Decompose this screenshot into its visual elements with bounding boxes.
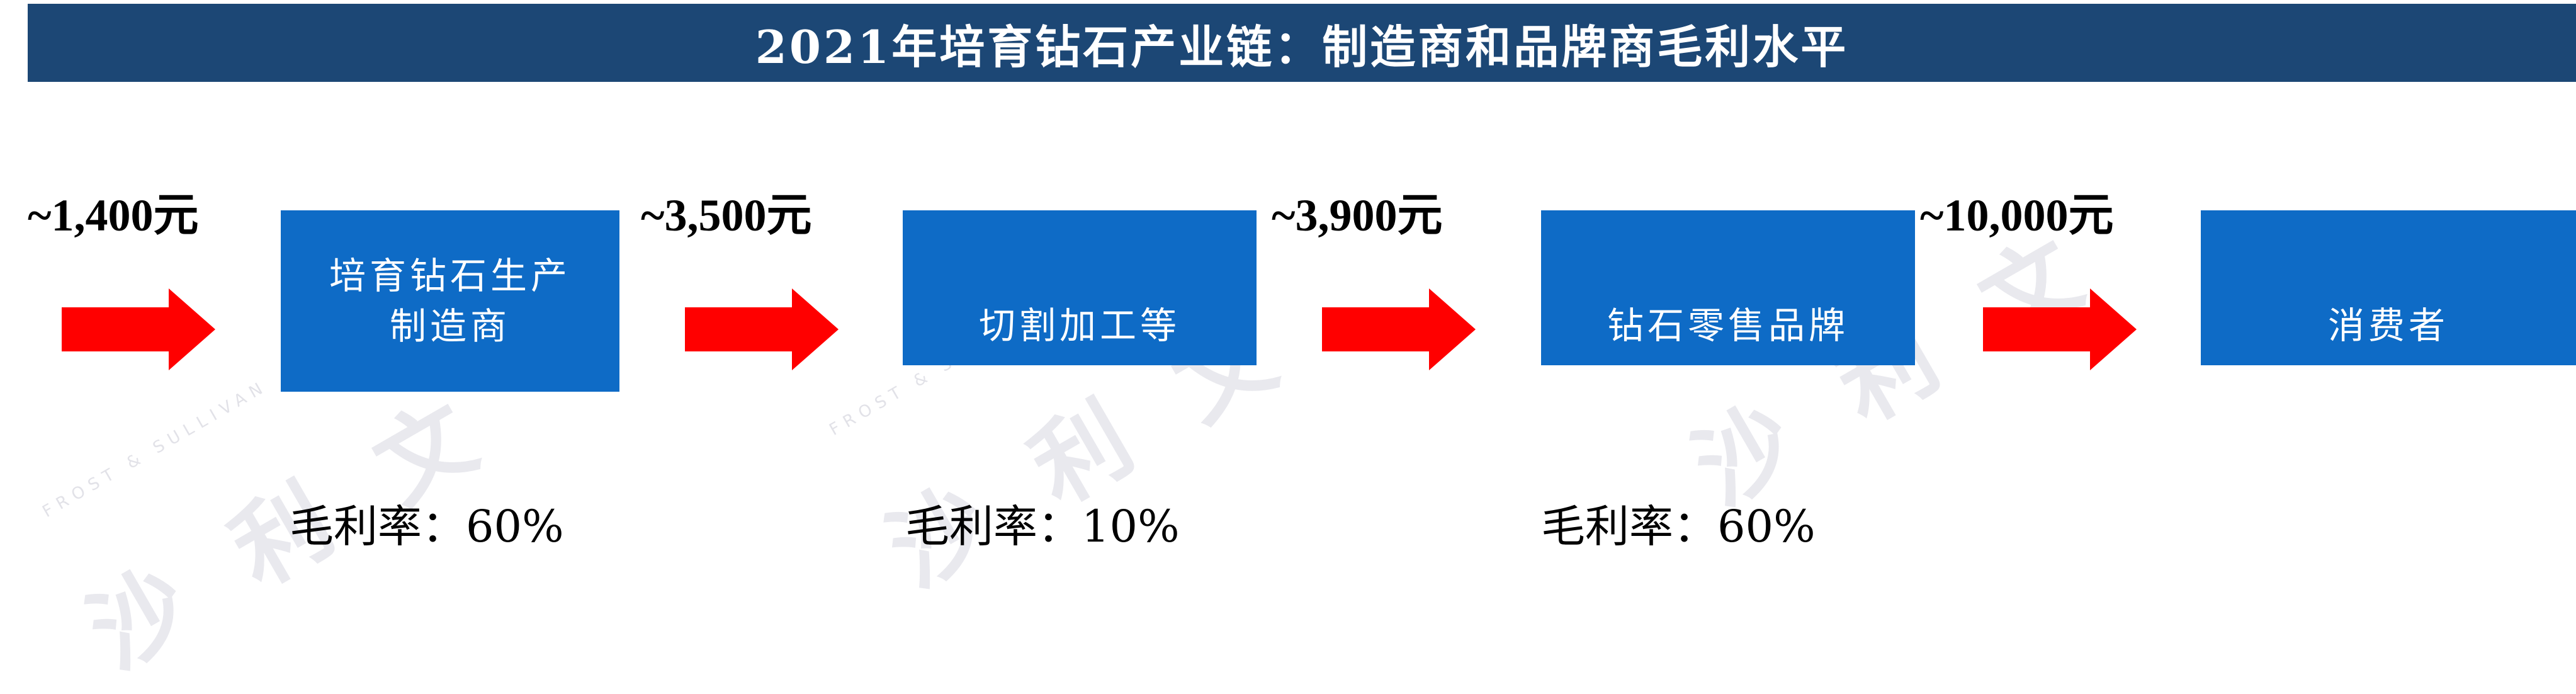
- stage-box-manufacturer: 培育钻石生产 制造商: [281, 210, 619, 392]
- price-3: ~3,900元: [1272, 190, 1443, 241]
- page-title: 2021年培育钻石产业链：制造商和品牌商毛利水平: [755, 20, 1849, 74]
- right-arrow-icon: [62, 288, 215, 370]
- stage-box-cutting: 切割加工等: [903, 210, 1257, 365]
- margin-label-retail-brand: 毛利率：60%: [1541, 501, 1816, 552]
- margin-label-manufacturer: 毛利率：60%: [290, 501, 564, 552]
- right-arrow-icon: [1983, 288, 2137, 370]
- stage-label: 切割加工等: [978, 304, 1180, 347]
- title-bar: 2021年培育钻石产业链：制造商和品牌商毛利水平: [28, 4, 2576, 82]
- stage-box-retail-brand: 钻石零售品牌: [1541, 210, 1915, 365]
- price-2: ~3,500元: [641, 190, 812, 241]
- stage-label: 钻石零售品牌: [1607, 304, 1849, 347]
- stage-label: 培育钻石生产 制造商: [329, 254, 571, 348]
- price-4: ~10,000元: [1920, 190, 2114, 241]
- margin-label-cutting: 毛利率：10%: [905, 501, 1180, 552]
- stage-box-consumer: 消费者: [2201, 210, 2576, 365]
- price-1: ~1,400元: [28, 190, 199, 241]
- right-arrow-icon: [1322, 288, 1476, 370]
- right-arrow-icon: [685, 288, 839, 370]
- stage-label: 消费者: [2327, 304, 2449, 347]
- watermark-en-1: FROST & SULLIVAN: [39, 376, 272, 521]
